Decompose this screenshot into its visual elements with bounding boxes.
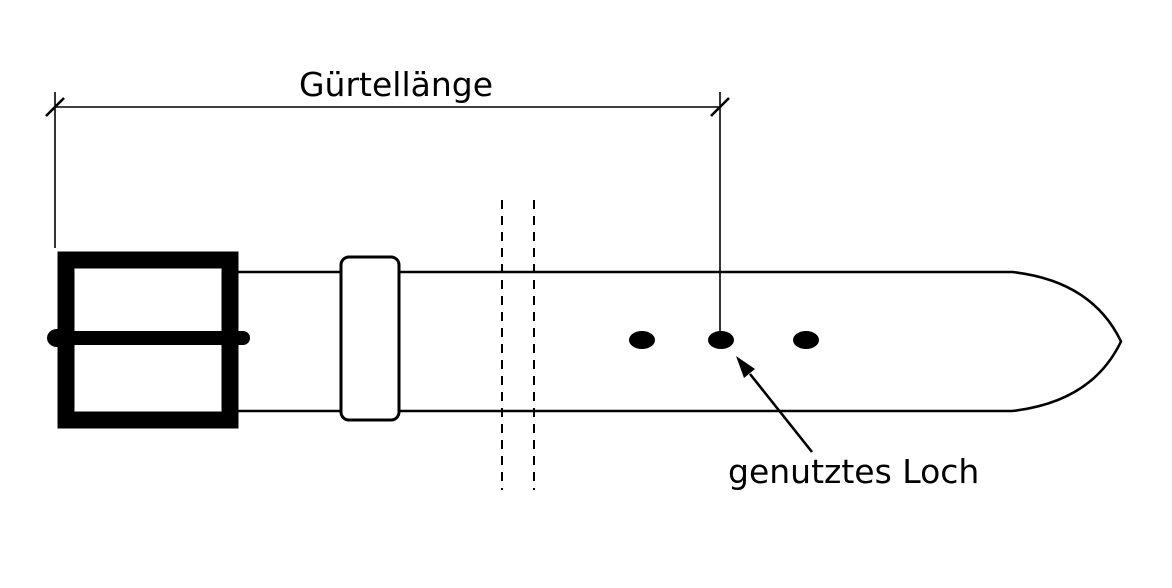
- belt-hole: [629, 331, 655, 349]
- belt-strap: [236, 270, 1123, 413]
- belt-hole-used: [708, 331, 734, 349]
- belt-group: [47, 200, 1123, 490]
- leader-line: [748, 373, 814, 453]
- belt-hole: [793, 331, 819, 349]
- belt-length-label: Gürtellänge: [299, 65, 493, 104]
- used-hole-label: genutztes Loch: [728, 452, 979, 491]
- dimension-group: Gürtellänge: [45, 65, 730, 332]
- belt-keeper-loop: [339, 255, 401, 422]
- dimension-tick-left: [45, 97, 65, 117]
- dimension-tick-right: [710, 97, 730, 117]
- leader-arrowhead: [736, 356, 755, 378]
- annotation-group: genutztes Loch: [728, 356, 979, 491]
